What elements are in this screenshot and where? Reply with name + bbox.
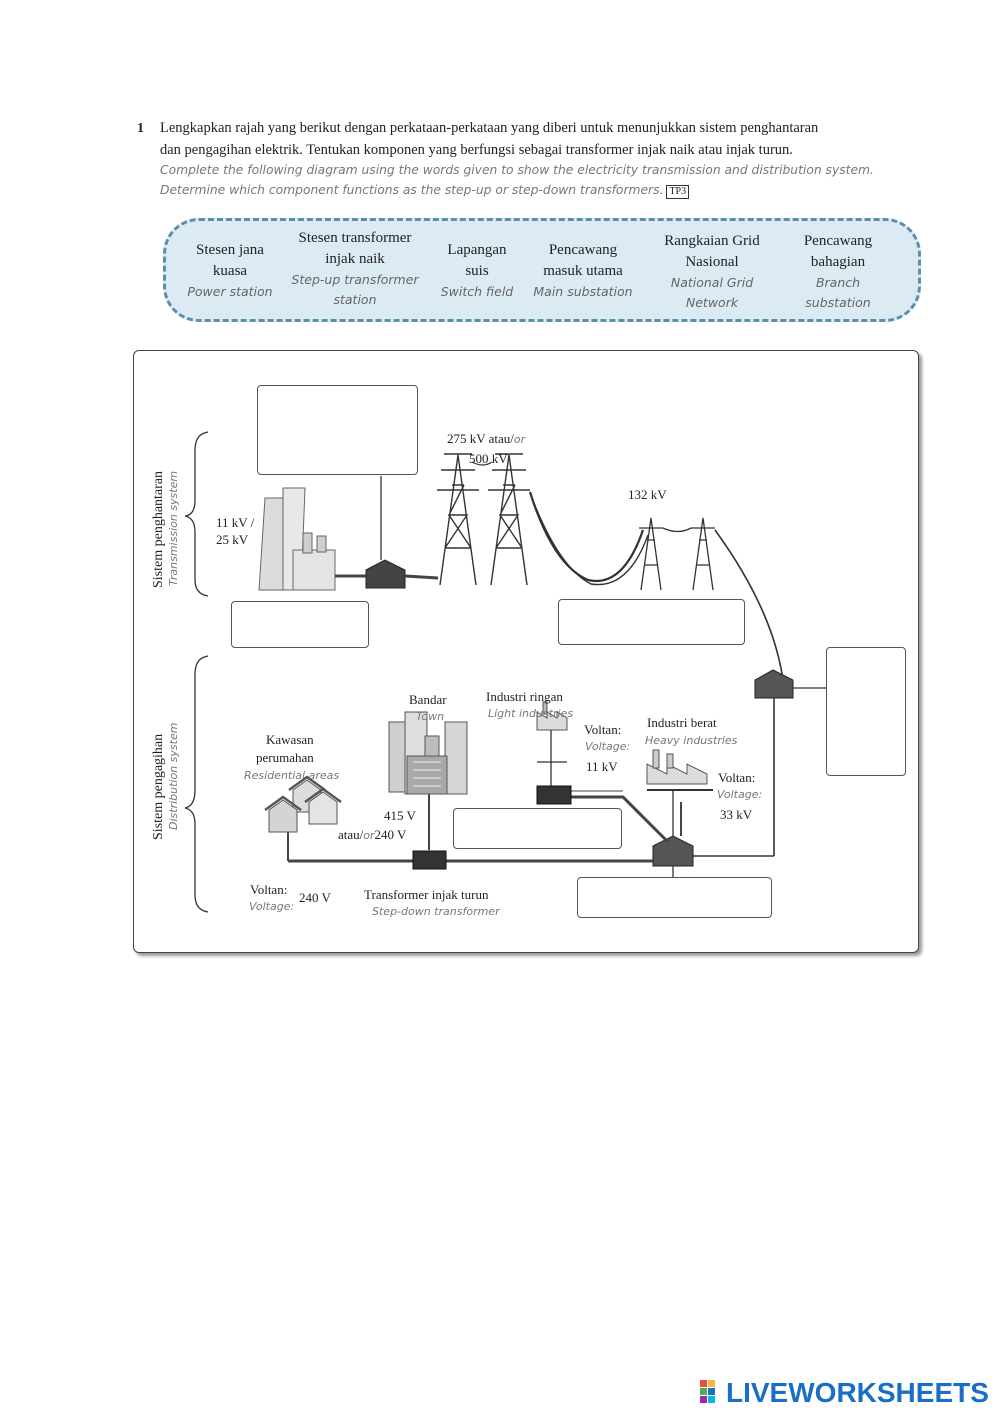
residential-label-1: Kawasan: [266, 732, 314, 747]
transmission-brace: [184, 431, 209, 597]
answer-box-right[interactable]: [826, 647, 906, 776]
voltage-415-label: 415 V: [384, 808, 416, 823]
voltan-res-label: Voltan:: [250, 882, 288, 897]
residential-label-2: perumahan: [256, 750, 314, 765]
voltage-res-label: Voltage:: [249, 900, 295, 913]
distribution-system-label: Sistem pengagihan: [151, 733, 166, 840]
step-down-label-en: Step-down transformer: [372, 905, 500, 918]
voltage-500-label: 500 kV: [469, 451, 508, 466]
answer-box-center[interactable]: [453, 808, 622, 849]
question-text-ms-line2: dan pengagihan elektrik. Tentukan kompon…: [160, 142, 793, 158]
voltan-heavy-label: Voltan:: [718, 770, 756, 785]
voltage-132-label: 132 kV: [628, 487, 667, 502]
answer-box-bottom[interactable]: [577, 877, 772, 918]
step-down-transformer-icon: [412, 850, 447, 870]
branch-substation-icon: [652, 835, 694, 867]
residential-houses-icon: [264, 775, 342, 833]
voltage-33-label: 33 kV: [720, 807, 753, 822]
voltage-240-res-label: 240 V: [299, 890, 331, 905]
small-pylon-icon: [639, 517, 784, 681]
heavy-industry-icon: [646, 749, 713, 836]
distribution-brace: [184, 655, 209, 913]
transmission-system-label: Sistem penghantaran: [151, 470, 166, 588]
voltage-275-label: 275 kV atau/or: [447, 431, 526, 446]
voltage-240-town-label: atau/or240 V: [338, 827, 407, 842]
transmission-system-label-en: Transmission system: [167, 470, 180, 586]
liveworksheets-logo-icon: [700, 1380, 715, 1403]
question-number: 1: [137, 121, 144, 136]
tp-tag: TP3: [666, 185, 690, 199]
answer-box-left[interactable]: [231, 601, 369, 648]
pylon-icon: [437, 453, 649, 586]
question-text-en-line2: Determine which component functions as t…: [160, 183, 690, 199]
voltan-light-label: Voltan:: [584, 722, 622, 737]
power-station-icon: [258, 487, 369, 591]
answer-box-top[interactable]: [257, 385, 418, 475]
main-substation-icon: [754, 669, 794, 699]
answer-box-middle[interactable]: [558, 599, 745, 645]
liveworksheets-logo: LIVEWORKSHEETS: [726, 1377, 989, 1408]
light-industry-label-en: Light industries: [488, 707, 574, 720]
question-text-ms-line1: Lengkapkan rajah yang berikut dengan per…: [160, 120, 819, 136]
voltage-11-25-label: 11 kV /25 kV: [216, 515, 255, 547]
town-icon: [388, 711, 468, 795]
step-down-label: Transformer injak turun: [364, 887, 489, 902]
light-industry-label: Industri ringan: [486, 689, 563, 704]
light-industry-icon: [536, 701, 568, 786]
town-label: Bandar: [409, 692, 447, 707]
voltage-light-label: Voltage:: [585, 740, 631, 753]
heavy-industry-label-en: Heavy industries: [645, 734, 738, 747]
residential-label-en: Residential areas: [244, 769, 340, 782]
distribution-system-label-en: Distribution system: [167, 722, 180, 830]
step-up-transformer-icon: [365, 559, 406, 589]
step-down-transformer-light-icon: [536, 785, 572, 805]
town-label-en: Town: [416, 710, 445, 723]
question-text-en-line1: Complete the following diagram using the…: [160, 163, 874, 177]
voltage-heavy-label: Voltage:: [717, 788, 763, 801]
transmission-diagram: [184, 431, 826, 913]
word-bank: [163, 218, 921, 322]
heavy-industry-label: Industri berat: [647, 715, 717, 730]
voltage-11-label: 11 kV: [586, 759, 618, 774]
